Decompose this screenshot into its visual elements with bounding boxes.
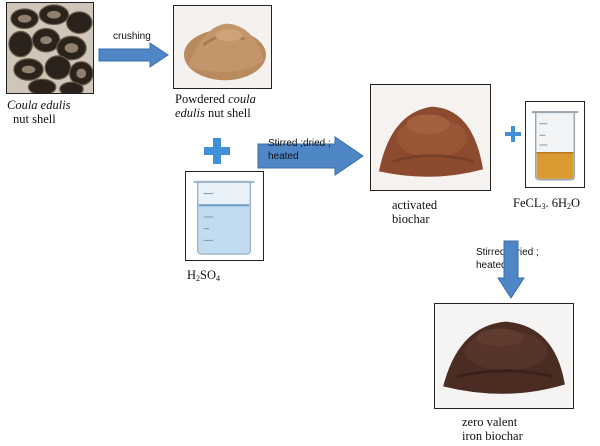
- iron-salt-caption: FeCL3. 6H2O: [513, 196, 581, 211]
- iron-formula-c: O: [571, 196, 581, 210]
- activated-biochar-photo: [370, 84, 491, 191]
- powder-caption-2b: nut shell: [204, 106, 251, 120]
- powder-image: [174, 6, 271, 88]
- nut-shell-caption-italic: Coula edulis: [7, 98, 71, 112]
- nut-shell-caption-rest: nut shell: [13, 112, 56, 126]
- stir2-line2: heated: [476, 260, 507, 271]
- beaker-icon: [186, 172, 263, 260]
- stir1-line1: Stirred ;dried ;: [268, 138, 331, 149]
- activated-line1: activated: [392, 198, 438, 212]
- crushing-label: crushing: [113, 31, 151, 42]
- nut-shell-caption: Coula edulis nut shell: [7, 98, 71, 126]
- powder-caption-1a: Powdered: [175, 92, 229, 106]
- final-caption: zero valent iron biochar: [462, 415, 523, 443]
- final-biochar-photo: [434, 303, 574, 409]
- plus-icon: [204, 138, 230, 164]
- acid-caption: H2SO4: [187, 268, 221, 283]
- stir2-arrow-down-icon: [497, 240, 525, 299]
- iron-formula-sub2: 2: [567, 202, 572, 211]
- final-line2: iron biochar: [462, 429, 523, 443]
- plus-icon: [505, 126, 521, 142]
- stir1-line2: heated: [268, 151, 299, 162]
- nut-shell-image: [7, 3, 93, 93]
- stir1-label: Stirred ;dried ; heated: [268, 137, 331, 163]
- iron-formula-sub1: 3: [541, 202, 546, 211]
- acid-formula-sub1: 2: [196, 274, 201, 283]
- final-line1: zero valent: [462, 415, 518, 429]
- iron-formula-b: . 6H: [545, 196, 568, 210]
- acid-formula-sub2: 4: [216, 274, 221, 283]
- powder-photo: [173, 5, 272, 89]
- acid-formula-a: H: [187, 268, 197, 282]
- activated-caption: activated biochar: [392, 198, 437, 226]
- activated-biochar-image: [371, 85, 490, 190]
- powder-caption: Powdered coula edulis nut shell: [175, 92, 256, 120]
- powder-caption-1b: coula: [228, 92, 256, 106]
- acid-beaker-photo: [185, 171, 264, 261]
- powder-caption-2a: edulis: [175, 106, 205, 120]
- final-biochar-image: [435, 304, 573, 408]
- activated-line2: biochar: [392, 212, 430, 226]
- beaker-icon: [526, 102, 584, 187]
- acid-formula-b: SO: [200, 268, 217, 282]
- iron-formula-a: FeCL: [513, 196, 542, 210]
- nut-shell-photo: [6, 2, 94, 94]
- stir1-arrow-icon: [257, 136, 364, 176]
- iron-salt-beaker-photo: [525, 101, 585, 188]
- crushing-arrow-icon: [98, 42, 169, 68]
